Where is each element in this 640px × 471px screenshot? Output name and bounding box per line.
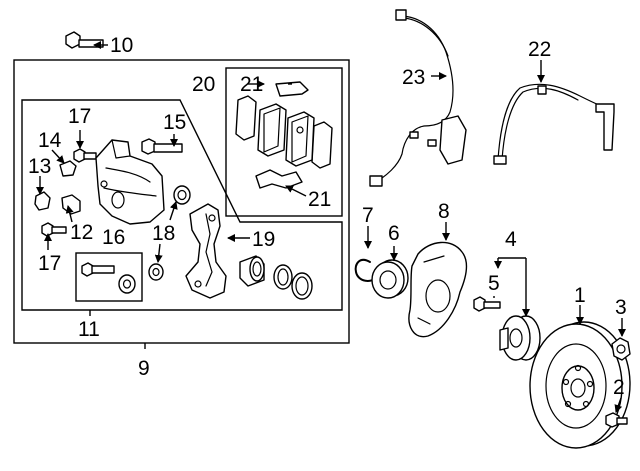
- callout-14: 14: [38, 129, 62, 152]
- bolt-10-icon: [65, 31, 104, 49]
- assembly-box-11: [21, 99, 343, 311]
- pin-kit-box-16: [75, 252, 143, 302]
- bolt-17-upper-icon: [73, 148, 97, 163]
- dust-boot-icon: [291, 272, 313, 300]
- pin-kit-16-icon: [81, 262, 136, 294]
- clip-13-icon: [34, 191, 51, 211]
- brake-hose-22-icon: [493, 83, 615, 165]
- callout-16: 16: [102, 226, 125, 249]
- callout-21-upper: 21: [240, 73, 263, 96]
- wheel-bearing-6-icon: [371, 259, 409, 299]
- callout-17-upper: 17: [68, 105, 91, 128]
- pad-kit-box-20: [225, 67, 343, 217]
- callout-8: 8: [438, 200, 450, 223]
- callout-2: 2: [613, 376, 625, 399]
- wheel-hub-4-icon: [499, 315, 541, 361]
- guide-pin-15-icon: [141, 138, 183, 155]
- bolt-17-lower-icon: [41, 222, 67, 237]
- bushing-14-icon: [59, 160, 77, 177]
- callout-18: 18: [152, 222, 175, 245]
- assembly-box-9: [13, 59, 350, 344]
- callout-11: 11: [78, 318, 100, 341]
- callout-12: 12: [70, 221, 93, 244]
- callout-7: 7: [362, 204, 374, 227]
- callout-1: 1: [574, 284, 586, 307]
- callout-3: 3: [615, 296, 627, 319]
- snap-ring-7-icon: [354, 258, 379, 282]
- hub-nut-3-icon: [611, 337, 631, 361]
- callout-5: 5: [488, 272, 500, 295]
- dust-shield-8-icon: [408, 241, 468, 338]
- callout-19: 19: [252, 228, 275, 251]
- callout-20: 20: [192, 73, 215, 96]
- abs-sensor-23-icon: [369, 9, 467, 187]
- callout-6: 6: [388, 222, 400, 245]
- callout-23: 23: [402, 66, 425, 89]
- brake-pad-kit-icon: [235, 81, 333, 189]
- bushing-12-icon: [61, 194, 81, 215]
- callout-21-lower: 21: [308, 188, 331, 211]
- bushing-18-icon: [173, 185, 191, 205]
- caliper-body-icon: [95, 139, 165, 225]
- callout-9: 9: [138, 357, 150, 380]
- caliper-bracket-19-icon: [185, 203, 227, 299]
- callout-15: 15: [163, 111, 186, 134]
- piston-icon: [239, 255, 265, 287]
- callout-4: 4: [505, 228, 517, 251]
- screw-2-icon: [605, 412, 628, 428]
- seal-icon: [273, 264, 293, 290]
- callout-22: 22: [528, 38, 551, 61]
- callout-17-lower: 17: [38, 252, 61, 275]
- callout-13: 13: [28, 155, 51, 178]
- callout-10: 10: [110, 34, 133, 57]
- wheel-stud-5-icon: [473, 296, 501, 312]
- bushing-18b-icon: [148, 263, 164, 281]
